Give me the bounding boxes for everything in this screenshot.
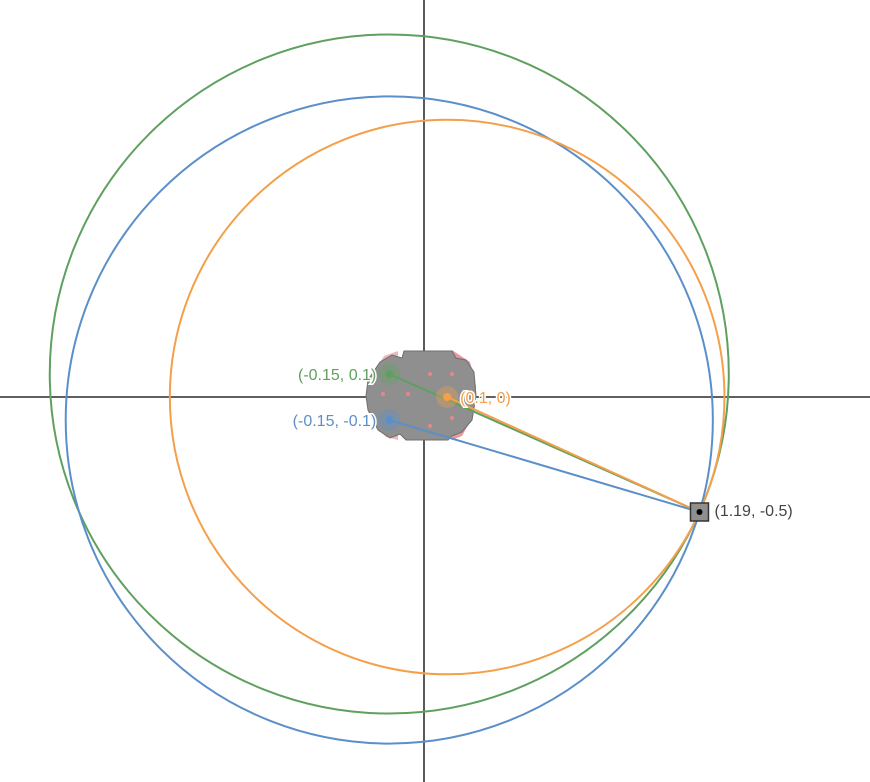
robot-marker: [460, 394, 464, 398]
circles-layer: [48, 33, 730, 745]
point-green[interactable]: [385, 370, 394, 378]
segment-orange: [446, 396, 700, 513]
point-blue[interactable]: [385, 416, 394, 424]
points-layer: [378, 363, 710, 522]
robot-body: [365, 350, 477, 441]
robot-marker: [450, 416, 454, 420]
circle-blue: [64, 95, 714, 745]
circle-orange: [168, 118, 726, 676]
labels-layer: (-0.15, 0.1) (-0.15, -0.1) (0.1, 0) (1.19, …: [291, 366, 794, 522]
robot-marker: [381, 392, 385, 396]
circle-green: [48, 33, 730, 715]
point-orange[interactable]: [443, 393, 452, 401]
robot-marker: [428, 372, 432, 376]
label-blue: (-0.15, -0.1): [293, 413, 377, 430]
label-green: (-0.15, 0.1): [298, 367, 376, 384]
segment-blue: [388, 419, 700, 513]
robot-marker: [450, 372, 454, 376]
label-target: (1.19, -0.5): [714, 503, 792, 520]
robot-marker: [428, 424, 432, 428]
label-orange: (0.1, 0): [460, 390, 511, 407]
point-target[interactable]: [696, 509, 703, 515]
robot-marker: [406, 392, 410, 396]
segments-layer: [388, 373, 700, 513]
